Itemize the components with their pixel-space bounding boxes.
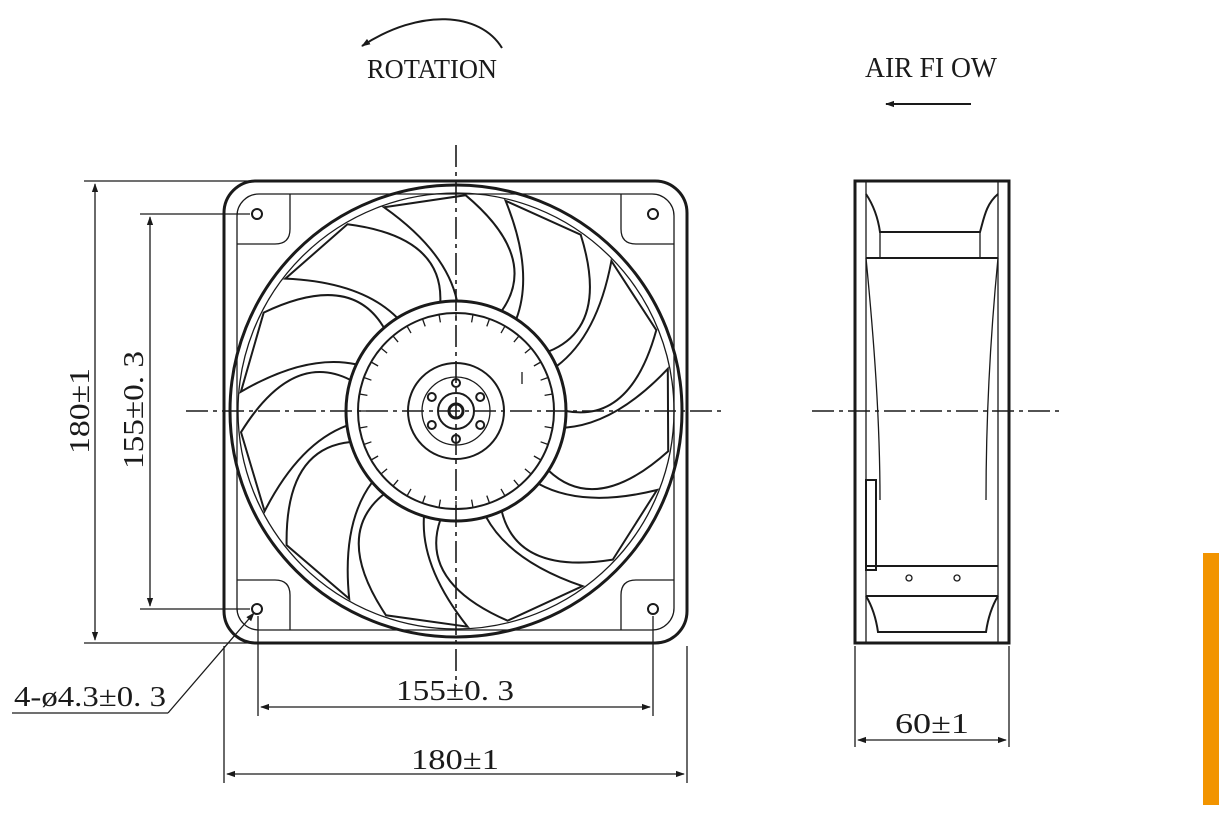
- hub-rib: [500, 325, 506, 334]
- accent-bar: [1203, 553, 1219, 805]
- hub-rib: [513, 335, 520, 343]
- dimension-hole-spec: 4-ø4.3±0. 3: [12, 612, 255, 714]
- fan-blade: [381, 194, 516, 312]
- hub-rib: [359, 393, 368, 397]
- hub-rib: [486, 495, 491, 504]
- hub-rib: [533, 361, 542, 367]
- dimension-height-hole: 155±0. 3: [118, 213, 250, 610]
- hub-rib: [470, 499, 474, 508]
- fan-blade: [500, 482, 660, 564]
- hub-rib: [438, 314, 442, 323]
- dimension-height-outer-label: 180±1: [64, 368, 96, 454]
- dimension-depth-label: 60±1: [895, 708, 969, 740]
- dimension-width-hole: 155±0. 3: [257, 616, 654, 716]
- hub-rib: [544, 393, 553, 397]
- hub-rib: [363, 376, 372, 381]
- hub-rib: [370, 361, 379, 367]
- dimension-height-outer: 180±1: [64, 180, 256, 644]
- hub-rib: [380, 347, 388, 354]
- hub-stud: [475, 420, 486, 430]
- fan-blade: [357, 493, 470, 629]
- fan-side-outline: [853, 179, 1011, 645]
- mounting-hole: [251, 603, 263, 615]
- fan-blade: [239, 371, 351, 514]
- hub-rib: [421, 495, 426, 504]
- fan-blade: [555, 258, 658, 414]
- hub-rib: [486, 318, 491, 327]
- hub-rib: [540, 441, 549, 446]
- dimension-width-outer-label: 180±1: [411, 744, 499, 776]
- fan-front-view: [186, 145, 724, 686]
- hub-stud: [426, 420, 437, 430]
- dimension-height-hole-label: 155±0. 3: [118, 351, 150, 469]
- dimension-width-hole-label: 155±0. 3: [396, 675, 514, 707]
- fan-blade: [547, 366, 670, 491]
- hub-rib: [500, 488, 506, 497]
- dimension-depth: 60±1: [854, 646, 1010, 747]
- hub-rib: [406, 325, 412, 334]
- hub-rib: [513, 479, 520, 487]
- fan-blades: [239, 194, 670, 629]
- rotation-arrow-icon: [361, 18, 503, 49]
- hub-rib: [533, 455, 542, 461]
- hub-rib: [359, 425, 368, 429]
- hub-rib: [540, 376, 549, 381]
- hub-stud: [475, 392, 486, 402]
- hub-rib: [438, 499, 442, 508]
- hub-rib: [406, 488, 412, 497]
- hub-rib: [392, 335, 399, 343]
- hub-rib: [524, 347, 532, 354]
- hub-rib: [392, 479, 399, 487]
- rotation-label: ROTATION: [367, 54, 497, 84]
- mounting-hole: [647, 208, 659, 220]
- hub-rib: [370, 455, 379, 461]
- fan-blade: [435, 516, 586, 622]
- hub-rib: [380, 468, 388, 475]
- hub-rib: [544, 425, 553, 429]
- hub-rib: [524, 468, 532, 475]
- hub-stud: [426, 392, 437, 402]
- dimension-width-outer: 180±1: [223, 646, 688, 783]
- hub-ribs: [358, 313, 554, 509]
- mounting-hole: [251, 208, 263, 220]
- fan-blade: [503, 198, 591, 353]
- dimension-hole-spec-label: 4-ø4.3±0. 3: [14, 682, 166, 713]
- fan-side-view: [812, 179, 1060, 645]
- hub-rib: [421, 318, 426, 327]
- hub-rib: [363, 441, 372, 446]
- fan-blade: [239, 294, 385, 394]
- fan-blade: [285, 441, 373, 602]
- airflow-label: AIR FI OW: [865, 52, 998, 84]
- mounting-hole: [647, 603, 659, 615]
- hub-rib: [470, 314, 474, 323]
- fan-blade: [282, 223, 442, 319]
